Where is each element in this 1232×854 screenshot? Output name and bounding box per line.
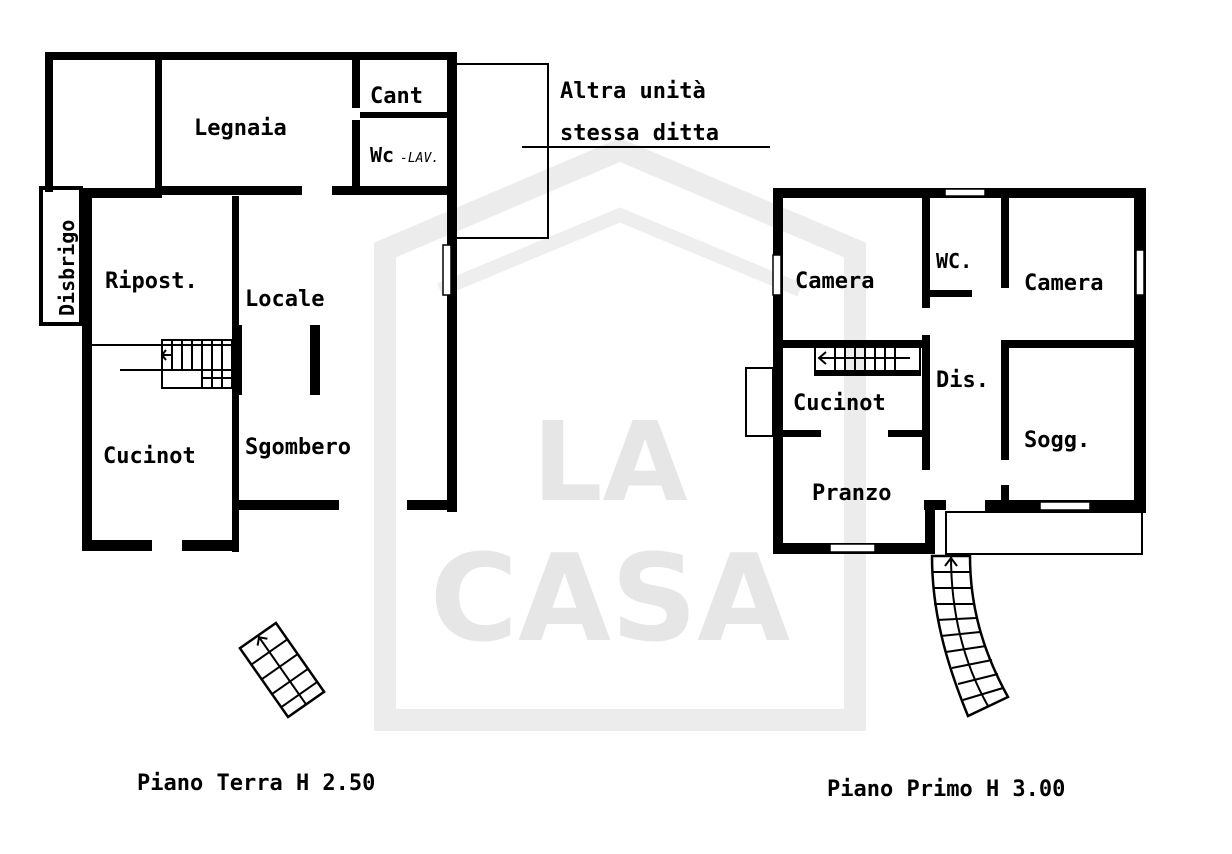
room-label-ripost: Ripost. (105, 269, 198, 294)
wall (1001, 198, 1009, 288)
window (442, 244, 452, 296)
room-label-sgombero: Sgombero (245, 435, 351, 460)
wall (922, 198, 930, 308)
room-label-cucinot: Cucinot (793, 391, 886, 416)
wall (1001, 340, 1009, 460)
note-line-1: Altra unità (560, 79, 706, 104)
room-label-legnaia: Legnaia (194, 116, 287, 141)
room-label-camera-right: Camera (1024, 271, 1103, 296)
wall (783, 430, 821, 437)
wall (1009, 340, 1134, 348)
watermark-house-outline (374, 138, 866, 731)
wall (45, 52, 457, 60)
room-label-wc-note: -LAV. (400, 151, 439, 166)
window (1135, 249, 1145, 296)
outdoor-staircase-ground (238, 621, 326, 719)
room-label-wc: WC. (936, 249, 972, 273)
pillar (232, 325, 242, 395)
side-bay (745, 367, 774, 437)
outdoor-staircase-first (930, 554, 1010, 718)
wall (239, 500, 339, 510)
watermark-house-roof (437, 207, 803, 297)
wall (922, 335, 930, 470)
caption-first-floor: Piano Primo H 3.00 (827, 777, 1065, 802)
adjacent-unit-outline (457, 63, 549, 239)
room-label-locale: Locale (245, 287, 324, 312)
watermark-logo: LA CASA (374, 138, 866, 731)
wall (1001, 485, 1009, 505)
room-label-dis: Dis. (936, 368, 989, 393)
ground-floor-plan: Disbrigo Legnaia Cant Wc -LAV. Ripost. L… (39, 52, 770, 796)
wall (45, 52, 53, 192)
wall (82, 188, 162, 198)
wall (182, 540, 239, 551)
room-label-pranzo: Pranzo (812, 481, 891, 506)
room-label-sogg: Sogg. (1024, 428, 1090, 453)
watermark-text-la: LA (532, 398, 687, 526)
window (772, 254, 782, 296)
room-label-cucinot: Cucinot (103, 444, 196, 469)
interior-staircase-first (814, 344, 921, 376)
room-label-disbrigo: Disbrigo (55, 220, 79, 316)
wall (773, 188, 783, 554)
room-label-camera-left: Camera (795, 269, 874, 294)
interior-staircase (160, 339, 233, 389)
caption-ground-floor: Piano Terra H 2.50 (137, 771, 375, 796)
wall (447, 52, 457, 512)
window (944, 188, 986, 197)
wall (352, 60, 360, 108)
wall (162, 186, 302, 195)
room-label-wc: Wc (370, 143, 394, 167)
first-floor-plan: Camera WC. Camera Dis. Cucinot Sogg. Pra… (745, 188, 1146, 802)
wall (82, 540, 152, 551)
wall (930, 290, 972, 297)
watermark-text-casa: CASA (430, 530, 790, 669)
wall (407, 500, 457, 510)
wall (1134, 188, 1146, 513)
room-label-cant: Cant (370, 84, 423, 109)
wall (352, 120, 360, 188)
wall (888, 430, 923, 437)
wall (155, 60, 162, 188)
wall (925, 500, 935, 554)
disbrigo-box (39, 186, 83, 326)
wall (82, 188, 92, 551)
window (829, 543, 876, 553)
wall (360, 112, 447, 118)
note-line-2: stessa ditta (560, 121, 719, 146)
pillar (310, 325, 320, 395)
window (1039, 501, 1091, 511)
balcony (945, 511, 1143, 555)
wall (332, 186, 457, 195)
